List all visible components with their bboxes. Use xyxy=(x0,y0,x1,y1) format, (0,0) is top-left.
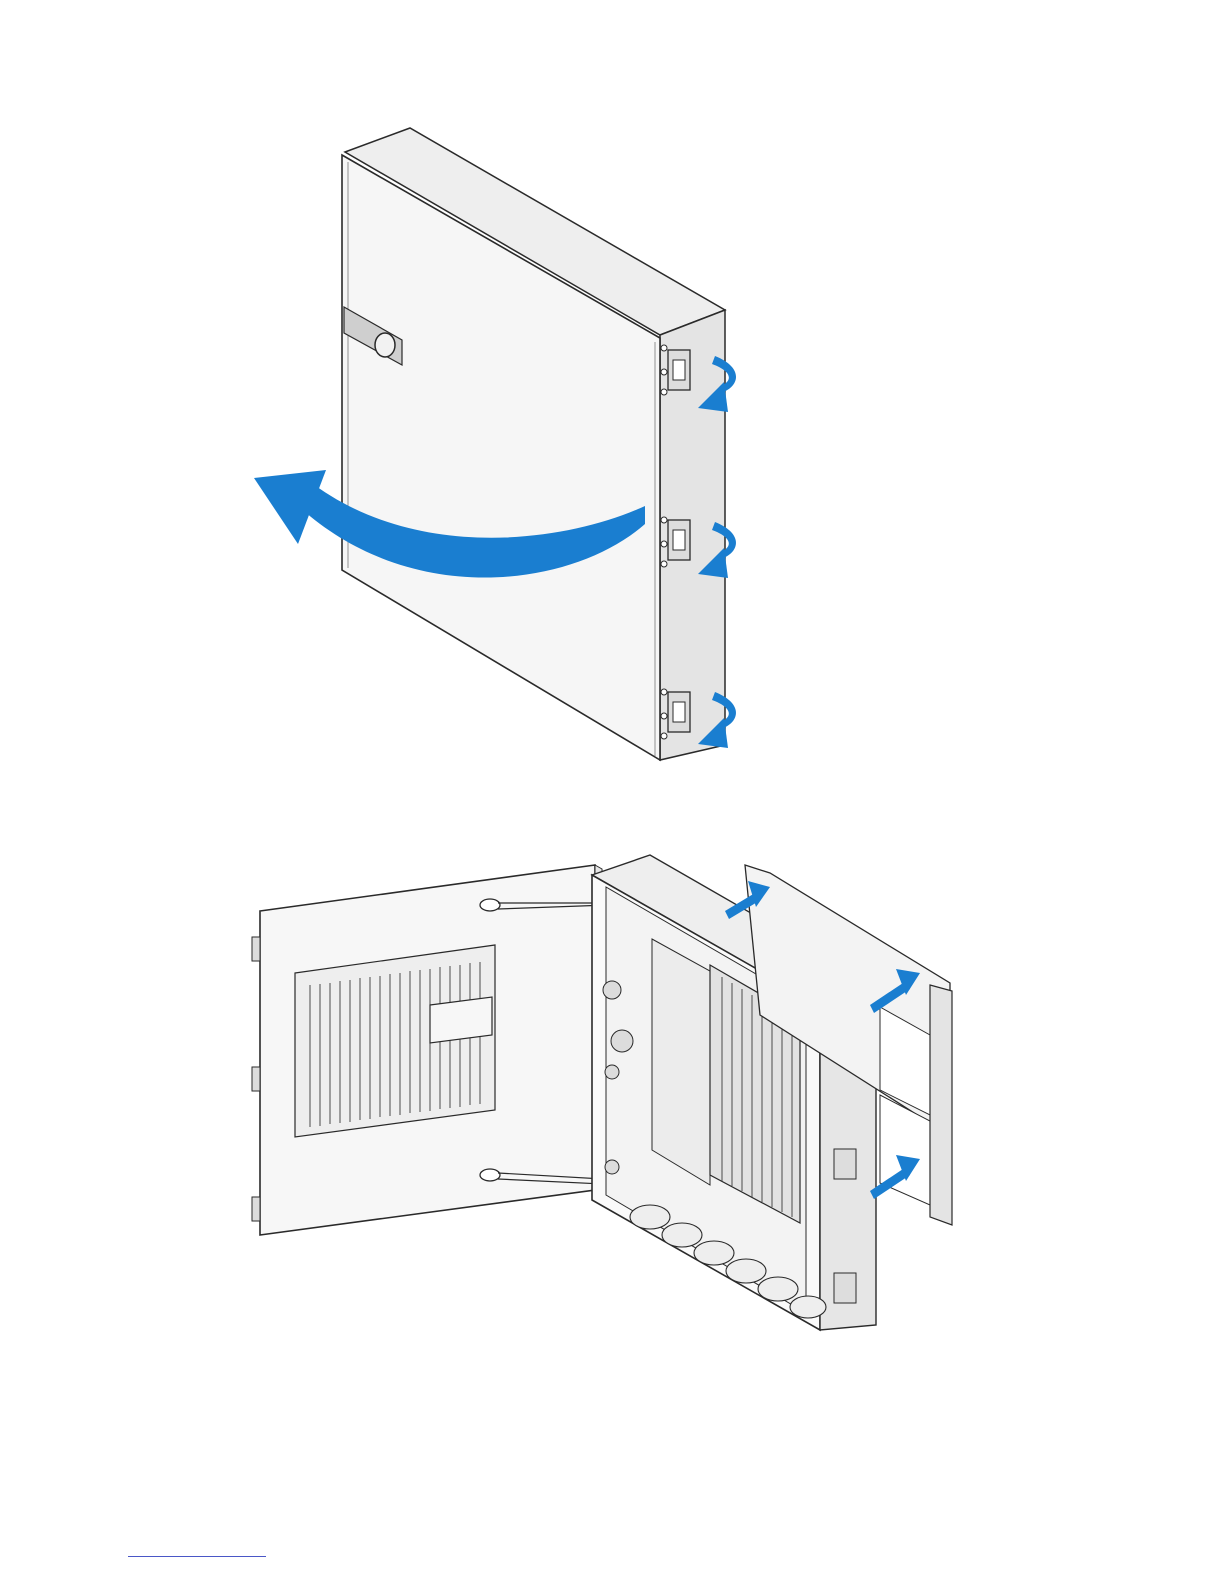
enclosure-closed-drawing xyxy=(240,120,780,770)
enclosure-open-drawing xyxy=(240,845,975,1340)
latch-bottom-icon xyxy=(834,1273,856,1303)
door-label-plate xyxy=(430,997,492,1043)
inner-mounting-plate xyxy=(652,939,710,1185)
open-door xyxy=(252,865,602,1235)
logo-icon xyxy=(375,333,395,357)
door-heatsink-panel xyxy=(295,945,495,1137)
enclosure-closed-figure xyxy=(240,120,780,770)
enclosure-open-figure xyxy=(240,845,975,1340)
latch-middle-icon xyxy=(834,1149,856,1179)
footnote-separator xyxy=(128,1556,266,1557)
tether-anchor-bottom-icon xyxy=(480,1169,500,1181)
tether-anchor-top-icon xyxy=(480,899,500,911)
